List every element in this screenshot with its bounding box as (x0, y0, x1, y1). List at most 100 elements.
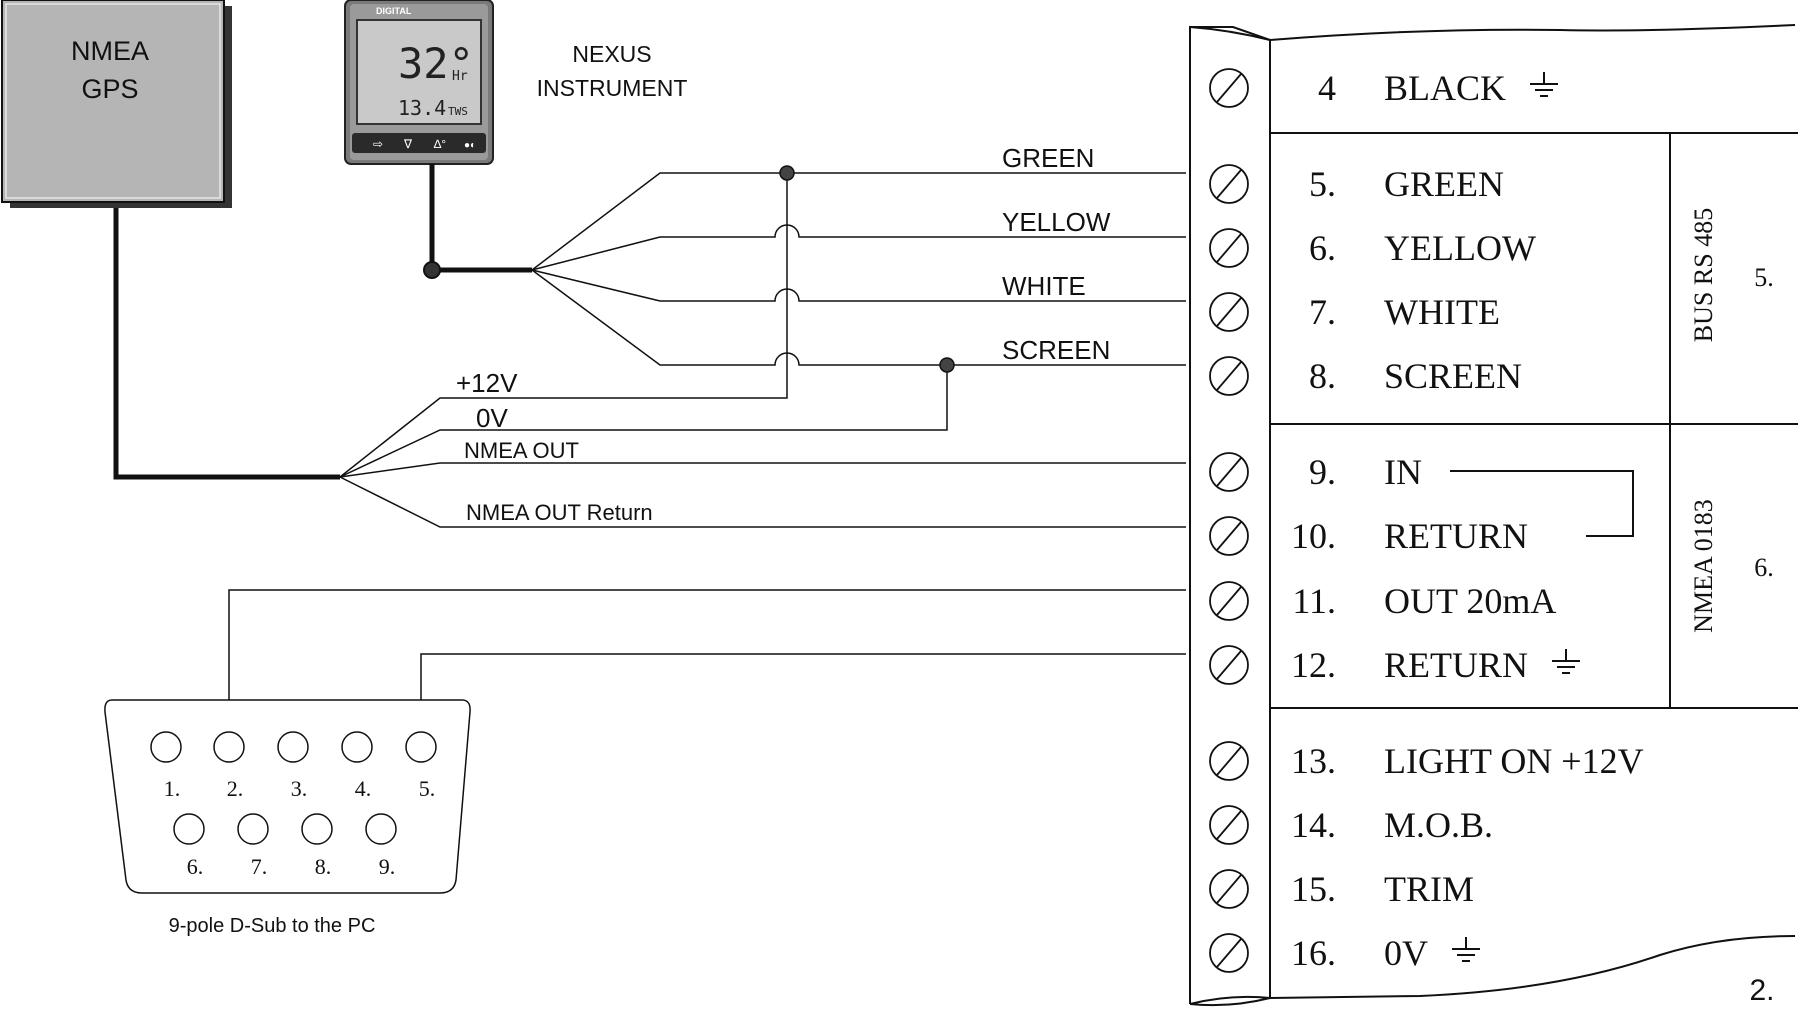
ground-icon (1530, 72, 1559, 97)
in-return-bridge (1450, 470, 1634, 537)
terminal-number: 12. (1291, 645, 1336, 685)
terminal-label: RETURN (1384, 516, 1528, 556)
terminal-number: 10. (1291, 516, 1336, 556)
instrument-button-3[interactable]: ∆° (434, 137, 446, 151)
dsub-pin-5 (405, 731, 437, 763)
instrument-label-line1: NEXUS (572, 41, 651, 67)
wire-labels: GREEN YELLOW WHITE SCREEN +12V 0V NMEA O… (456, 143, 1111, 525)
terminal-top-edge (1190, 24, 1796, 42)
terminal-strip-frame (1189, 25, 1271, 1005)
instrument-cable (429, 164, 532, 273)
terminal-label: 0V (1384, 933, 1428, 973)
ground-icon (1451, 937, 1480, 962)
screw-terminal-7 (1209, 581, 1249, 621)
screw-terminal-12 (1209, 933, 1249, 973)
label-green: GREEN (1002, 143, 1094, 173)
screw-terminal-3 (1209, 292, 1249, 332)
dsub-pin-label-5: 5. (419, 776, 436, 801)
terminal-label: IN (1384, 452, 1422, 492)
dsub-pin-label-8: 8. (315, 854, 332, 879)
screw-terminal-1 (1209, 164, 1249, 204)
zero-v-wire (339, 372, 948, 478)
dsub-pin-label-3: 3. (291, 776, 308, 801)
terminal-number: 8. (1309, 356, 1336, 396)
page-number: 2. (1749, 974, 1774, 1007)
terminal-number: 14. (1291, 805, 1336, 845)
instrument-cable-junction (423, 261, 441, 279)
dsub-pin-4 (341, 731, 373, 763)
instrument-button-1[interactable]: ⇨ (373, 137, 383, 151)
yellow-wire (531, 224, 1186, 271)
cables (113, 164, 1634, 742)
dsub-pin-6 (173, 813, 205, 845)
instrument-sub-unit: TWS (448, 105, 468, 118)
terminal-number: 4 (1318, 68, 1336, 108)
terminal-number: 9. (1309, 452, 1336, 492)
label-yellow: YELLOW (1002, 207, 1111, 237)
bus-rs485-label: BUS RS 485 (1689, 208, 1718, 342)
nexus-instrument: DIGITAL 32° Hr 13.4 TWS ⇨ ∇ ∆° ●◐ (344, 0, 494, 165)
instrument-button-row: ⇨ ∇ ∆° ●◐ (373, 137, 476, 151)
instrument-main-unit: Hr (452, 69, 468, 84)
dsub-pin-label-4: 4. (355, 776, 372, 801)
dsub-pin-8 (301, 813, 333, 845)
terminal-label: BLACK (1384, 68, 1506, 108)
terminal-number: 16. (1291, 933, 1336, 973)
dsub-pin-label-7: 7. (251, 854, 268, 879)
terminal-label: WHITE (1384, 292, 1500, 332)
instrument-label-line2: INSTRUMENT (537, 75, 688, 101)
nmea0183-number: 6. (1754, 553, 1774, 582)
terminal-label: YELLOW (1384, 228, 1536, 268)
dsub-pin-label-1: 1. (164, 776, 181, 801)
instrument-sub-reading: 13.4 (398, 96, 446, 120)
terminal-label: M.O.B. (1384, 805, 1493, 845)
dsub-pins-top (150, 731, 437, 763)
screen-wire (531, 269, 1186, 366)
dsub-shell (104, 699, 471, 894)
terminal-number: 13. (1291, 741, 1336, 781)
label-nmea-out: NMEA OUT (464, 438, 579, 463)
screw-terminal-8 (1209, 645, 1249, 685)
terminal-bottom-edge (1189, 935, 1796, 1007)
screw-terminals (1209, 68, 1249, 973)
screw-terminal-0 (1209, 68, 1249, 108)
terminal-label: RETURN (1384, 645, 1528, 685)
plus12v-wire (339, 180, 788, 478)
screw-terminal-11 (1209, 869, 1249, 909)
gps-label-line2: GPS (81, 74, 138, 104)
dsub-pin-9 (365, 813, 397, 845)
instrument-button-4[interactable]: ●◐ (464, 140, 476, 151)
dsub-pin2-wire (228, 589, 1186, 742)
dsub-pin-3 (277, 731, 309, 763)
ground-icon (1552, 649, 1580, 674)
label-nmea-out-return: NMEA OUT Return (466, 500, 653, 525)
nmea0183-label: NMEA 0183 (1689, 499, 1718, 633)
terminal-label: GREEN (1384, 164, 1504, 204)
dsub-pin-label-9: 9. (379, 854, 396, 879)
bus-rs485-number: 5. (1754, 263, 1774, 292)
dsub-pin-label-2: 2. (227, 776, 244, 801)
green-wire (531, 172, 1186, 271)
screw-terminal-6 (1209, 516, 1249, 556)
instrument-lcd (356, 19, 482, 125)
label-plus12v: +12V (456, 368, 518, 398)
instrument-brand: DIGITAL (376, 6, 412, 16)
white-wire (531, 269, 1186, 302)
gps-label-line1: NMEA (71, 36, 149, 66)
instrument-button-2[interactable]: ∇ (403, 137, 413, 151)
dsub-pin-7 (237, 813, 269, 845)
dsub-caption: 9-pole D-Sub to the PC (169, 915, 376, 937)
dsub-pin-1 (150, 731, 182, 763)
terminal-number: 7. (1309, 292, 1336, 332)
green-junction-dot (779, 165, 795, 181)
nmea-out-return-wire (339, 476, 1186, 528)
dsub-pin-label-6: 6. (187, 854, 204, 879)
terminal-number: 15. (1291, 869, 1336, 909)
screen-junction-dot (939, 357, 955, 373)
dsub-connector: 1. 2. 3. 4. 5. 6. 7. 8. 9. 9-pole D-Sub … (104, 699, 471, 937)
dsub-pin-2 (213, 731, 245, 763)
terminal-number: 11. (1292, 581, 1336, 621)
nmea-gps-unit: NMEA GPS (1, 0, 232, 208)
